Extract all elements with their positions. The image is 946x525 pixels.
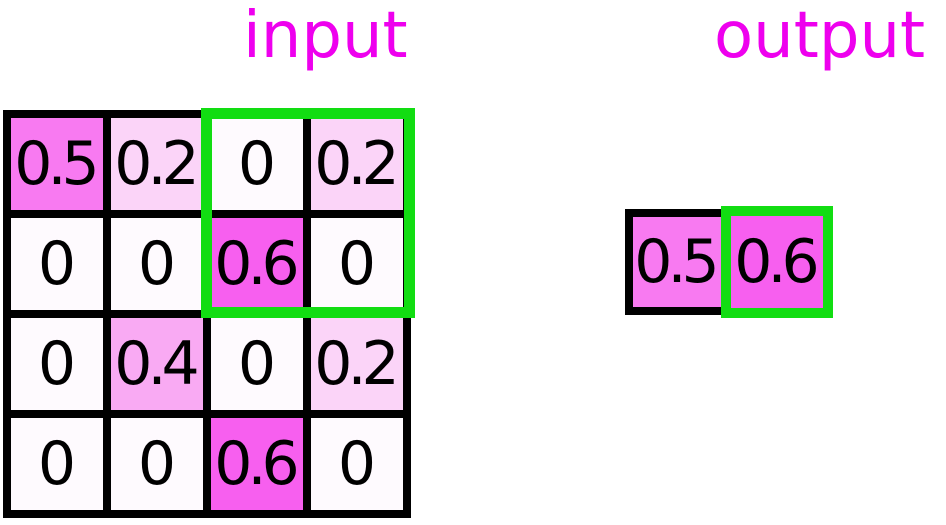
input-cell-r1-c2: 0.2 (111, 118, 203, 210)
output-cell-2: 0.6 (721, 206, 833, 318)
input-cell-r4-c4: 0 (311, 418, 403, 510)
input-cell-r3-c2: 0.4 (111, 318, 203, 410)
input-cell-r1-c4: 0.2 (311, 118, 403, 210)
input-cell-r1-c3: 0 (211, 118, 303, 210)
input-cell-r2-c3: 0.6 (211, 218, 303, 310)
input-cell-r1-c1: 0.5 (11, 118, 103, 210)
input-cell-r4-c3: 0.6 (211, 418, 303, 510)
input-cell-r4-c2: 0 (111, 418, 203, 510)
input-cell-r3-c1: 0 (11, 318, 103, 410)
input-cell-r2-c2: 0 (111, 218, 203, 310)
input-title: input (243, 0, 408, 73)
input-cell-r3-c3: 0 (211, 318, 303, 410)
input-cell-r4-c1: 0 (11, 418, 103, 510)
input-cell-r2-c4: 0 (311, 218, 403, 310)
input-cell-r2-c1: 0 (11, 218, 103, 310)
output-title: output (714, 0, 926, 73)
input-cell-r3-c4: 0.2 (311, 318, 403, 410)
output-cell-1: 0.5 (625, 209, 729, 315)
